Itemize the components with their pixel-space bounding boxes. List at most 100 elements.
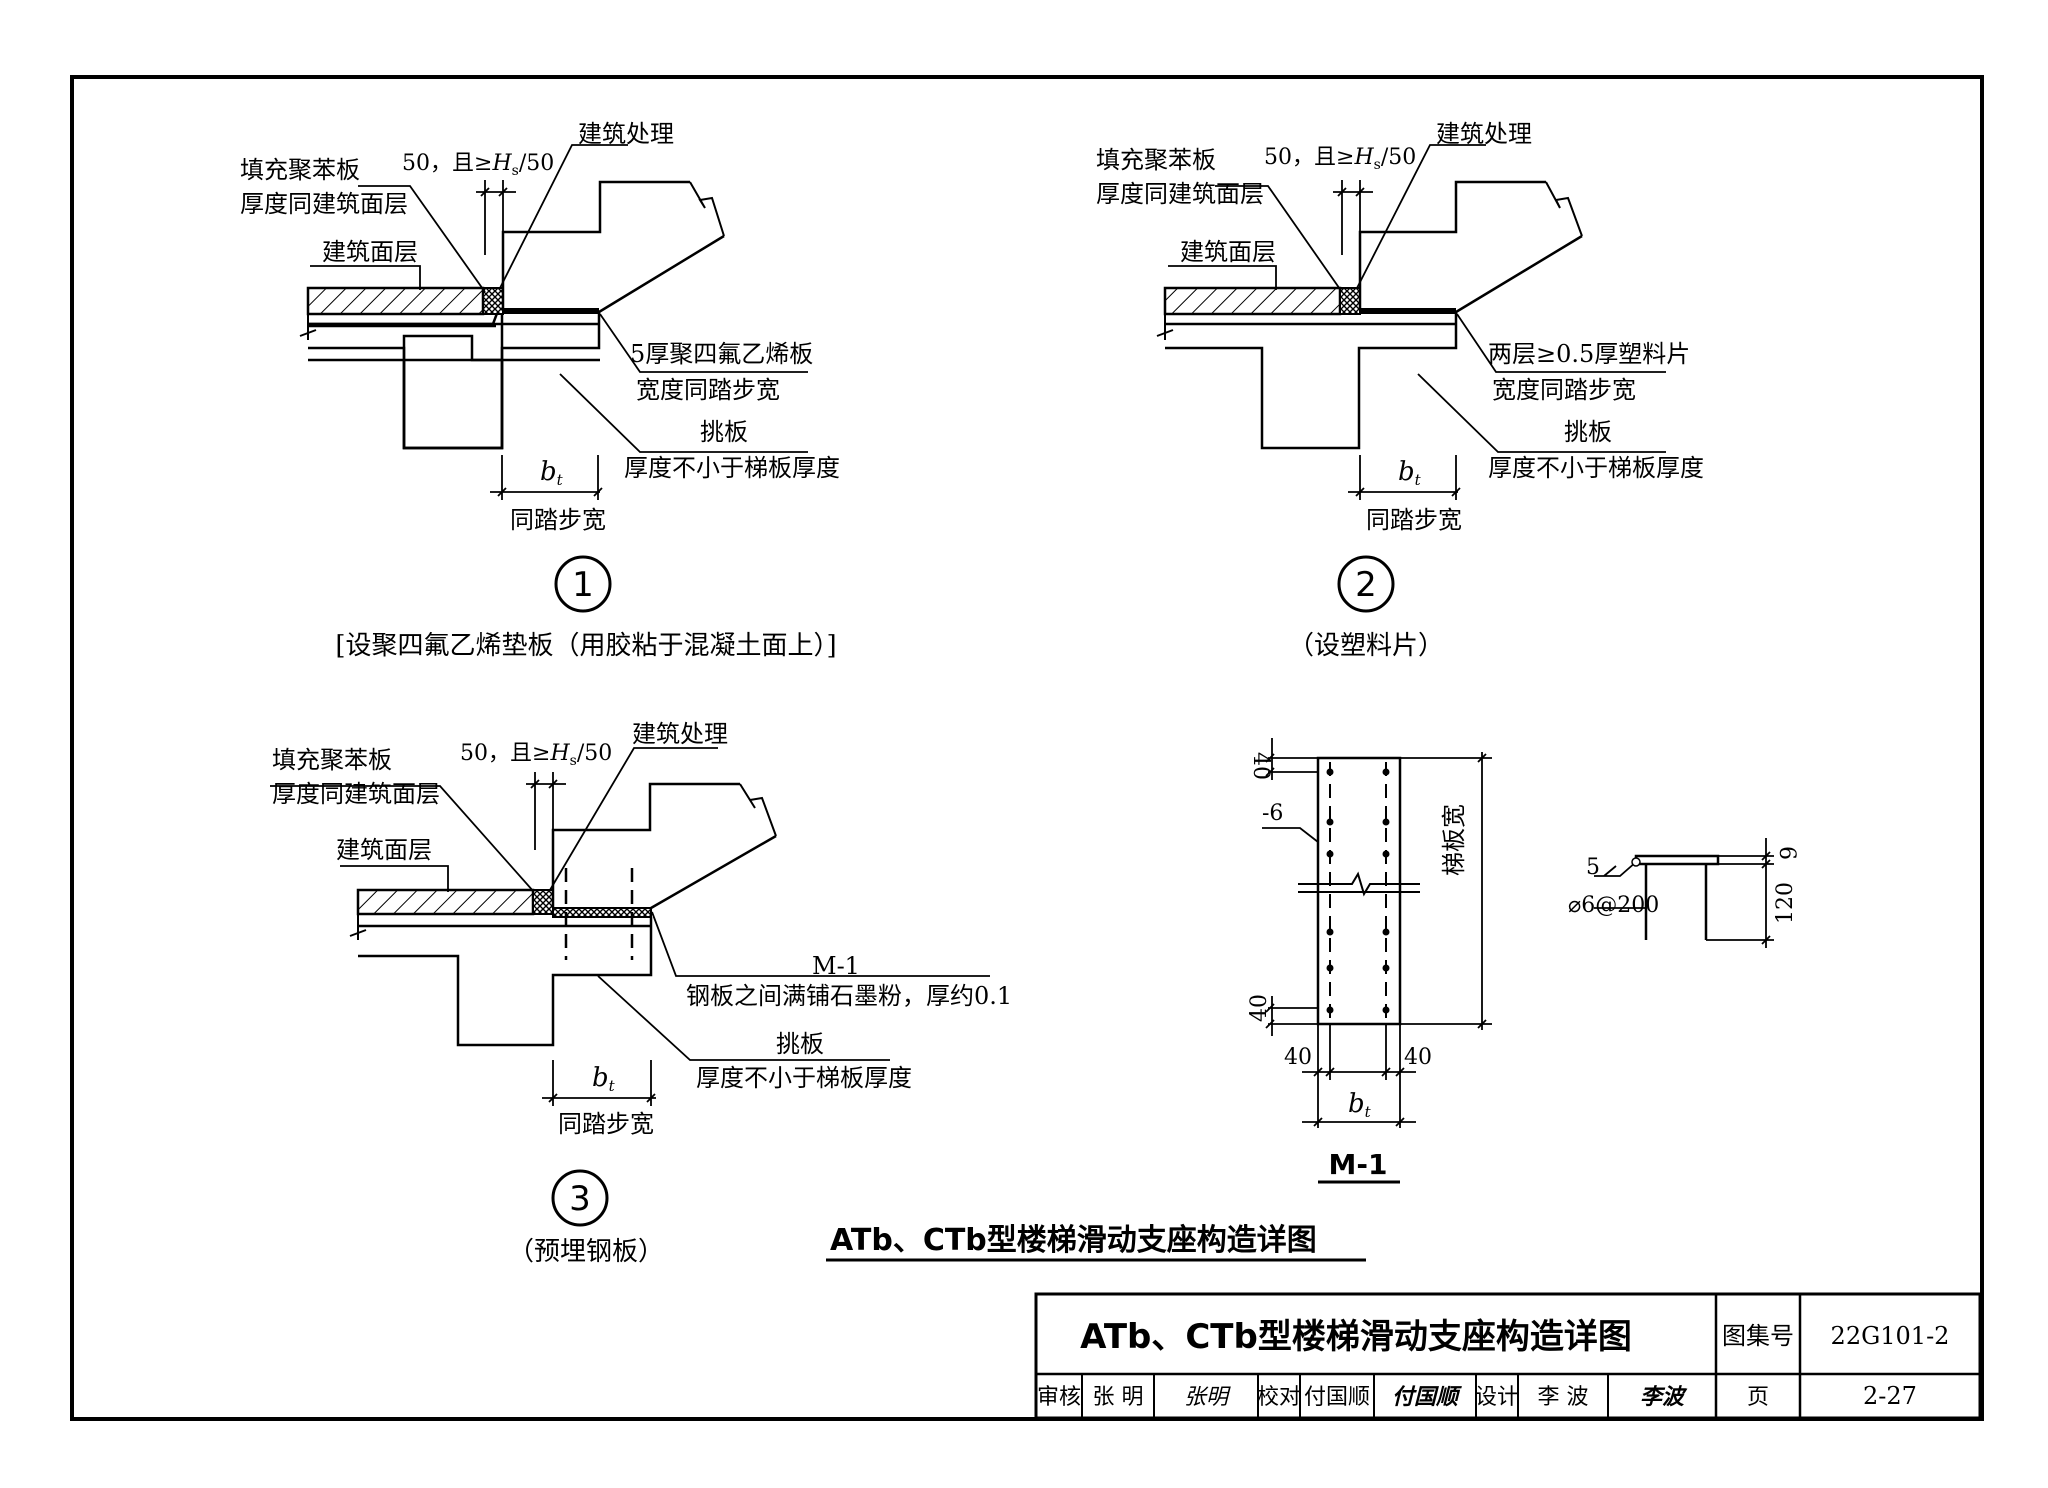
detail-2-foam-fill [1339, 287, 1361, 315]
detail-1-slab-label-2: 厚度不小于梯板厚度 [624, 454, 840, 482]
m1-detail: 40 40 40 40 -6 梯板宽 bt M-1 [1247, 738, 1492, 1184]
detail-1-leader-surface [310, 265, 421, 290]
detail-3-fill-label-2: 厚度同建筑面层 [272, 780, 440, 808]
reviewer-name: 张 明 [1093, 1385, 1144, 1410]
detail-3-foam-fill [532, 889, 554, 915]
detail-2-plastic-sheets [1360, 308, 1456, 314]
detail-2-slab-label-2: 厚度不小于梯板厚度 [1488, 454, 1704, 482]
detail-1-bt: bt [540, 457, 564, 489]
m1-title: M-1 [1329, 1148, 1388, 1181]
m1-section-dims [1706, 838, 1774, 948]
detail-3-bt-dim [542, 1060, 656, 1106]
detail-1-slab-label-1: 挑板 [700, 418, 748, 446]
detail-2-bt: bt [1398, 457, 1422, 489]
sheet-border [70, 75, 1984, 1421]
m1-dim-top: 40 [1248, 752, 1273, 780]
m1-width-label: 梯板宽 [1440, 804, 1468, 876]
detail-2-gap-dim [1333, 180, 1373, 255]
detail-2-arch-label: 建筑处理 [1436, 120, 1532, 148]
detail-2-fill-label-2: 厚度同建筑面层 [1096, 180, 1264, 208]
detail-1-gap-label: 50，且≥Hs/50 [402, 151, 554, 179]
detail-2-leader-fill [1215, 185, 1343, 293]
detail-3-leader-arch [549, 747, 718, 891]
detail-2-pad-label-2: 宽度同踏步宽 [1492, 376, 1636, 404]
detail-2-leader-pad [1456, 313, 1666, 373]
detail-1-fill-label-2: 厚度同建筑面层 [240, 190, 408, 218]
detail-2-fill-label-1: 填充聚苯板 [1096, 146, 1216, 174]
m1-dim-6: 6 [1774, 846, 1799, 860]
detail-3-bt: bt [592, 1063, 616, 1095]
detail-1-lower-slab [308, 312, 601, 450]
detail-1-fill-label-1: 填充聚苯板 [240, 156, 360, 184]
m1-weld-size: 5 [1586, 855, 1600, 880]
m1-break-line [1298, 871, 1420, 897]
detail-2: 填充聚苯板 厚度同建筑面层 50，且≥Hs/50 建筑处理 建筑面层 两层≥0.… [1096, 120, 1704, 661]
m1-section: 5 ⌀6@200 6 120 [1568, 838, 1799, 948]
m1-dim-left-40: 40 [1284, 1045, 1312, 1070]
title-block: ATb、CTb型楼梯滑动支座构造详图 图集号 22G101-2 审核 张 明 张… [1034, 1292, 1982, 1420]
m1-weld-circle [1631, 857, 1641, 867]
detail-3-break-left [349, 910, 367, 940]
m1-dim-bottom [1302, 1024, 1416, 1128]
checker-signature: 付国顺 [1392, 1384, 1462, 1410]
figure-title: ATb、CTb型楼梯滑动支座构造详图 [830, 1223, 1317, 1258]
m1-bar-spec: ⌀6@200 [1568, 893, 1659, 918]
detail-3-leader-surface [340, 865, 449, 892]
detail-1-gap-dim [476, 180, 516, 255]
detail-1-pad-label-2: 宽度同踏步宽 [636, 376, 780, 404]
detail-1: 填充聚苯板 厚度同建筑面层 50，且≥Hs/50 建筑处理 建筑面层 5厚聚四氟… [240, 120, 840, 661]
checker-name: 付国顺 [1304, 1385, 1370, 1410]
title-block-title: ATb、CTb型楼梯滑动支座构造详图 [1080, 1317, 1632, 1357]
detail-1-foam-fill [482, 287, 504, 315]
detail-2-bt-dim [1348, 455, 1461, 500]
detail-1-break-left [299, 310, 317, 340]
detail-2-slab-label-1: 挑板 [1564, 418, 1612, 446]
detail-3-surface-label: 建筑面层 [336, 836, 432, 864]
m1-section-bars [1644, 864, 1708, 940]
detail-2-gap-label: 50，且≥Hs/50 [1264, 145, 1416, 173]
detail-1-leader-pad [599, 313, 808, 373]
detail-1-caption: [设聚四氟乙烯垫板（用胶粘于混凝土面上）] [335, 631, 836, 661]
detail-1-number: 1 [572, 565, 594, 605]
detail-3-gap-dim [526, 772, 566, 850]
detail-3-m1-label: M-1 [812, 952, 860, 980]
design-label: 设计 [1475, 1385, 1519, 1410]
detail-2-caption: （设塑料片） [1288, 631, 1444, 661]
detail-2-break-left [1156, 310, 1174, 340]
detail-3-lower-slab [358, 917, 653, 1047]
detail-3-anchors [564, 868, 634, 960]
detail-2-pad-label-1: 两层≥0.5厚塑料片 [1488, 340, 1690, 368]
detail-1-leader-fill [358, 185, 486, 293]
detail-1-arch-label: 建筑处理 [578, 120, 674, 148]
page-number: 2-27 [1863, 1382, 1917, 1410]
m1-weld-leader [1594, 861, 1637, 877]
detail-3-steel-plates [552, 907, 652, 918]
page-label: 页 [1747, 1385, 1769, 1410]
detail-3-leader-m1 [651, 911, 990, 977]
detail-3-leader-fill [270, 785, 535, 893]
detail-2-number: 2 [1355, 565, 1377, 605]
detail-3-slab-label-2: 厚度不小于梯板厚度 [696, 1064, 912, 1092]
detail-1-surface-label: 建筑面层 [322, 238, 418, 266]
atlas-label: 图集号 [1722, 1322, 1794, 1350]
m1-dim-bottom-40: 40 [1247, 994, 1272, 1022]
m1-dim-left [1265, 738, 1318, 1036]
reviewer-signature: 张明 [1184, 1385, 1231, 1410]
detail-3-caption: （预埋钢板） [508, 1237, 664, 1267]
detail-3-number-circle [551, 1169, 609, 1227]
m1-plate-thickness: -6 [1262, 801, 1283, 826]
detail-2-surface-label: 建筑面层 [1180, 238, 1276, 266]
detail-3-gap-label: 50，且≥Hs/50 [460, 741, 612, 769]
detail-1-upper-flight [501, 180, 725, 314]
detail-1-step [404, 360, 502, 448]
detail-3-dim-text: 同踏步宽 [558, 1110, 654, 1138]
detail-2-leader-slab [1417, 373, 1666, 453]
detail-3-number: 3 [569, 1179, 591, 1219]
detail-2-dim-text: 同踏步宽 [1366, 506, 1462, 534]
designer-name: 李 波 [1538, 1385, 1589, 1410]
m1-leader-plate [1262, 827, 1319, 843]
detail-3-m1-note: 钢板之间满铺石墨粉，厚约0.1 [686, 982, 1012, 1010]
m1-dim-right-40: 40 [1404, 1045, 1432, 1070]
review-label: 审核 [1037, 1385, 1081, 1410]
